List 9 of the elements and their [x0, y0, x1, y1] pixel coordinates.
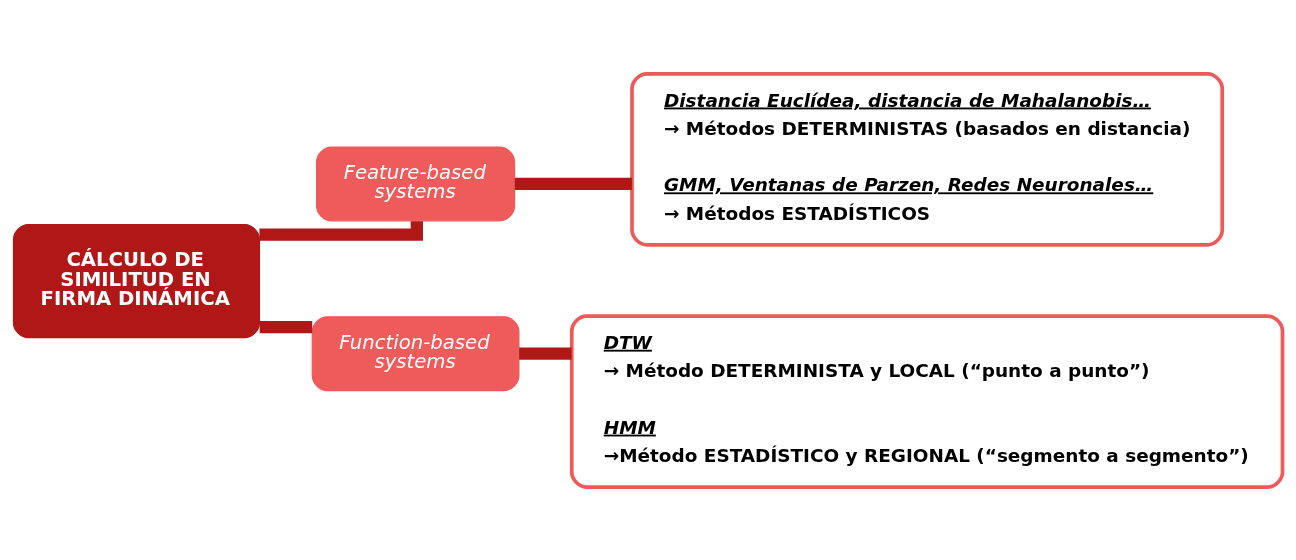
- node-box: Function-based systems: [311, 315, 520, 391]
- node-box: Feature-based systems: [316, 145, 516, 221]
- connector: [259, 320, 313, 333]
- connector: [259, 220, 423, 241]
- node-box: CÁLCULO DE SIMILITUD EN FIRMA DINÁMICA: [12, 223, 261, 338]
- node-box: DTW → Método DETERMINISTA y LOCAL (“punto a punto”) HMM →Método ESTADÍSTICO y REGIONAL (“segmento a segmento”): [569, 313, 1285, 489]
- connector: [514, 177, 632, 190]
- node-box: Distancia Euclídea, distancia de Mahalanobis… → Métodos DETERMINISTAS (basados en distancia) GMM, Ventanas de Parzen, Redes Neuronales… → Métodos ESTADÍSTICOS: [630, 71, 1225, 247]
- connector: [519, 347, 572, 360]
